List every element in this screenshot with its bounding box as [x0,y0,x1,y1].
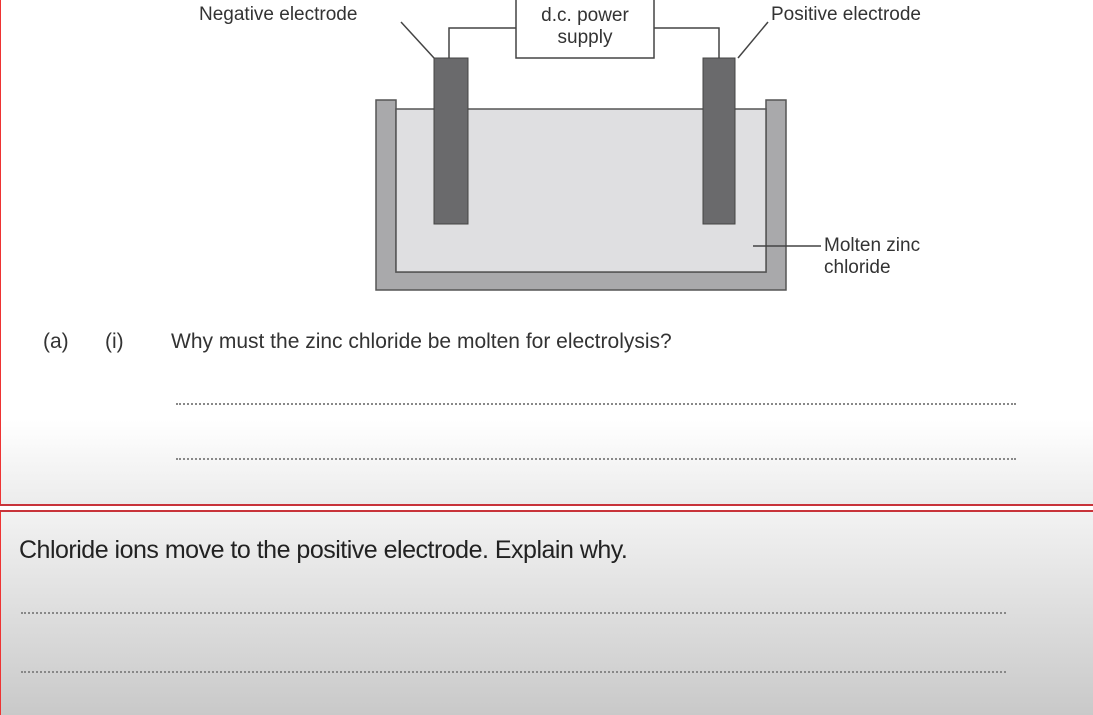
question-subpart: (i) [105,330,124,353]
wire-right [654,27,720,58]
question-a-text: Why must the zinc chloride be molten for… [171,330,672,353]
highlight-panel: Chloride ions move to the positive elect… [0,512,1093,715]
positive-electrode-label: Positive electrode [771,4,921,25]
negative-electrode [433,57,469,225]
answer-line[interactable] [176,458,1016,460]
divider-line [0,504,1093,506]
positive-leader [737,21,769,59]
answer-line[interactable] [21,612,1006,614]
answer-line[interactable] [21,671,1006,673]
divider-line [0,510,1093,512]
wire-left [448,27,516,58]
negative-electrode-label: Negative electrode [199,4,358,25]
power-label-line2: supply [557,27,613,48]
electrolysis-diagram [375,0,821,291]
power-label-line1: d.c. power [541,5,629,26]
power-supply-label: d.c. power supply [516,5,654,49]
worksheet-top: Negative electrode d.c. power supply Pos… [0,0,1093,504]
molten-label-line2: chloride [824,257,891,278]
negative-leader [400,21,435,59]
molten-zinc-chloride-label: Molten zinc chloride [824,235,920,279]
question-b-text: Chloride ions move to the positive elect… [19,536,628,564]
positive-electrode [702,57,736,225]
answer-line[interactable] [176,403,1016,405]
question-part: (a) [43,330,69,353]
molten-label-line1: Molten zinc [824,235,921,256]
